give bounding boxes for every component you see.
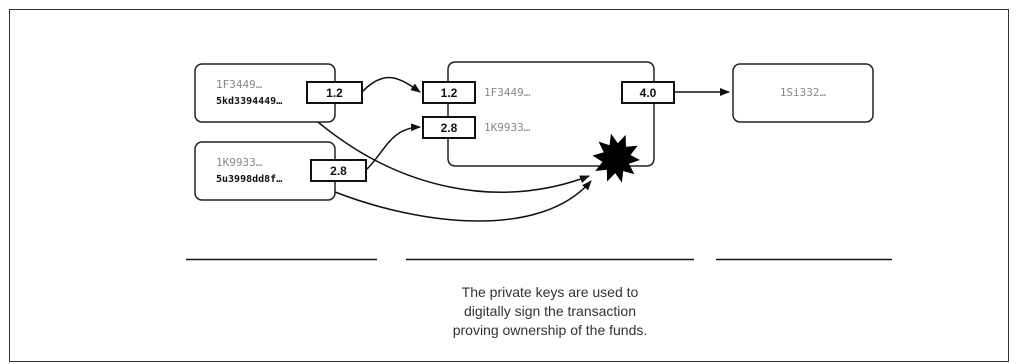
signature-burst-icon: [592, 133, 640, 183]
arrow-key-2-to-signature: [334, 180, 592, 222]
tx-output-amount: 4.0: [640, 86, 657, 100]
figure-frame: [9, 9, 1009, 362]
input-1-private-key: 5kd3394449…: [216, 96, 282, 107]
transaction-box: [447, 61, 655, 167]
caption-line-2: digitally sign the transaction: [464, 303, 636, 319]
input-2-address: 1K9933…: [216, 156, 263, 169]
tx-input-1-address: 1F3449…: [484, 86, 531, 99]
input-box-2: 1K9933… 5u3998dd8f…: [194, 141, 336, 201]
input-1-amount-box: 1.2: [306, 81, 363, 104]
caption: The private keys are used to digitally s…: [400, 283, 700, 340]
input-1-amount: 1.2: [326, 86, 343, 100]
arrow-input-1-to-tx: [361, 76, 421, 93]
output-address: 1Si332…: [780, 86, 827, 99]
output-address-box: 1Si332…: [732, 63, 874, 123]
tx-input-2-amount-box: 2.8: [422, 116, 476, 139]
input-2-amount: 2.8: [330, 164, 347, 178]
input-2-amount-box: 2.8: [310, 159, 367, 182]
input-1-address: 1F3449…: [216, 78, 263, 91]
tx-input-1-amount: 1.2: [441, 86, 458, 100]
tx-output-amount-box: 4.0: [621, 81, 675, 104]
caption-line-3: proving ownership of the funds.: [452, 322, 648, 338]
arrow-key-1-to-signature: [317, 121, 590, 193]
tx-input-1-amount-box: 1.2: [422, 81, 476, 104]
input-box-1: 1F3449… 5kd3394449…: [194, 63, 336, 123]
caption-line-1: The private keys are used to: [461, 284, 639, 300]
tx-input-2-amount: 2.8: [441, 121, 458, 135]
tx-input-2-address: 1K9933…: [484, 121, 531, 134]
input-2-private-key: 5u3998dd8f…: [216, 174, 282, 185]
arrow-input-2-to-tx: [365, 123, 421, 171]
